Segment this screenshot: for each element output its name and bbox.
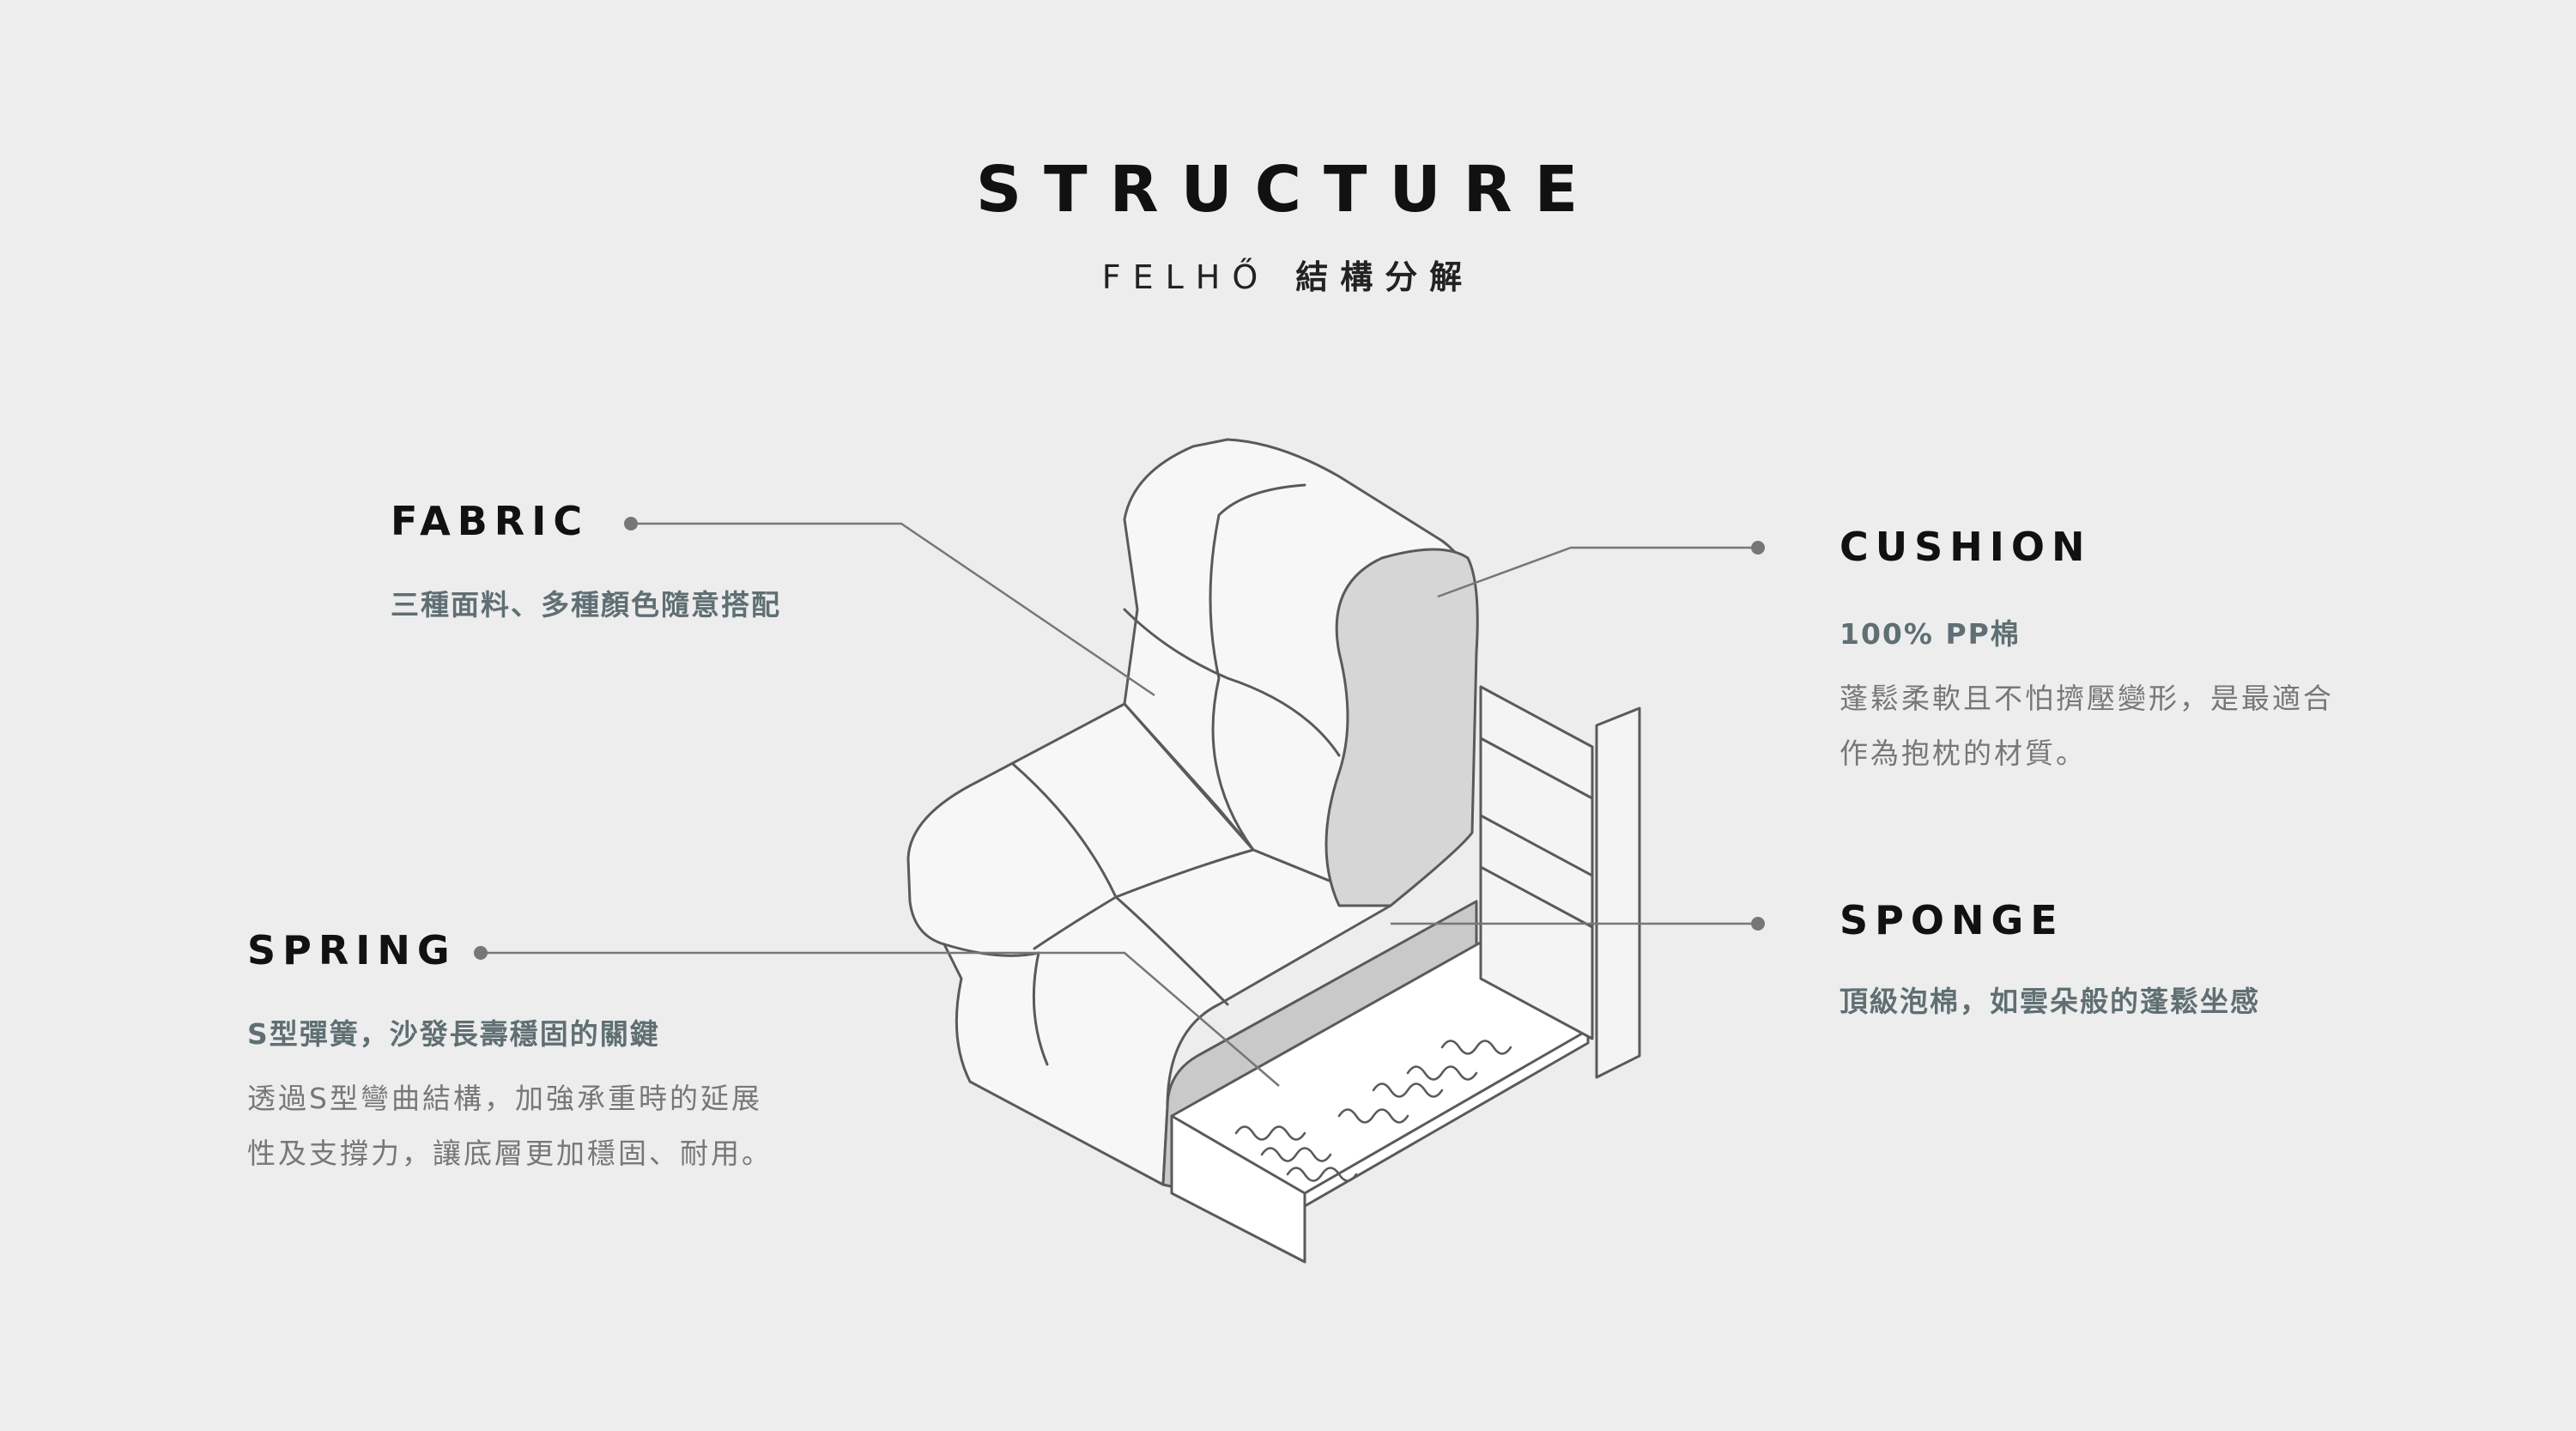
spring-dot bbox=[474, 946, 488, 960]
spring-desc-line: 透過S型彎曲結構，加強承重時的延展 bbox=[247, 1082, 762, 1115]
seat bbox=[906, 702, 1392, 1186]
cushion-title: CUSHION bbox=[1840, 524, 2092, 570]
cushion-desc-line: 作為抱枕的材質。 bbox=[1840, 737, 2087, 770]
fabric-title: FABRIC bbox=[391, 498, 590, 544]
fabric-subtitle: 三種面料、多種顏色隨意搭配 bbox=[391, 588, 781, 622]
cushion-desc-line: 蓬鬆柔軟且不怕擠壓變形，是最適合 bbox=[1840, 682, 2334, 715]
spring-leader bbox=[481, 951, 1280, 1087]
spring-title: SPRING bbox=[247, 927, 457, 973]
spring-desc-line: 性及支撐力，讓底層更加穩固、耐用。 bbox=[247, 1137, 773, 1170]
sponge-subtitle: 頂級泡棉，如雲朵般的蓬鬆坐感 bbox=[1840, 985, 2260, 1018]
cushion-subtitle: 100% PP棉 bbox=[1840, 617, 2021, 651]
page-title: STRUCTURE bbox=[975, 153, 1601, 227]
page-subtitle: FELHŐ 結構分解 bbox=[0, 251, 2576, 298]
backrest-seam bbox=[1123, 483, 1341, 852]
cushion-shape bbox=[1324, 548, 1479, 907]
brand-name: FELHŐ bbox=[1101, 258, 1270, 296]
cushion-description: 蓬鬆柔軟且不怕擠壓變形，是最適合 作為抱枕的材質。 bbox=[1840, 671, 2334, 781]
side-post bbox=[1595, 706, 1641, 1079]
fabric-leader bbox=[631, 522, 1155, 697]
cushion-dot bbox=[1751, 541, 1765, 555]
subtitle-text: 結構分解 bbox=[1295, 258, 1475, 296]
spring-coils bbox=[1234, 1040, 1512, 1182]
sponge-dot bbox=[1751, 917, 1765, 931]
sponge-title: SPONGE bbox=[1840, 897, 2064, 943]
spring-description: 透過S型彎曲結構，加強承重時的延展 性及支撐力，讓底層更加穩固、耐用。 bbox=[247, 1071, 773, 1181]
side-frame bbox=[1479, 685, 1594, 1040]
cushion-leader bbox=[1437, 546, 1758, 598]
spring-subtitle: S型彈簧，沙發長壽穩固的關鍵 bbox=[247, 1017, 660, 1051]
fabric-dot bbox=[624, 517, 638, 531]
